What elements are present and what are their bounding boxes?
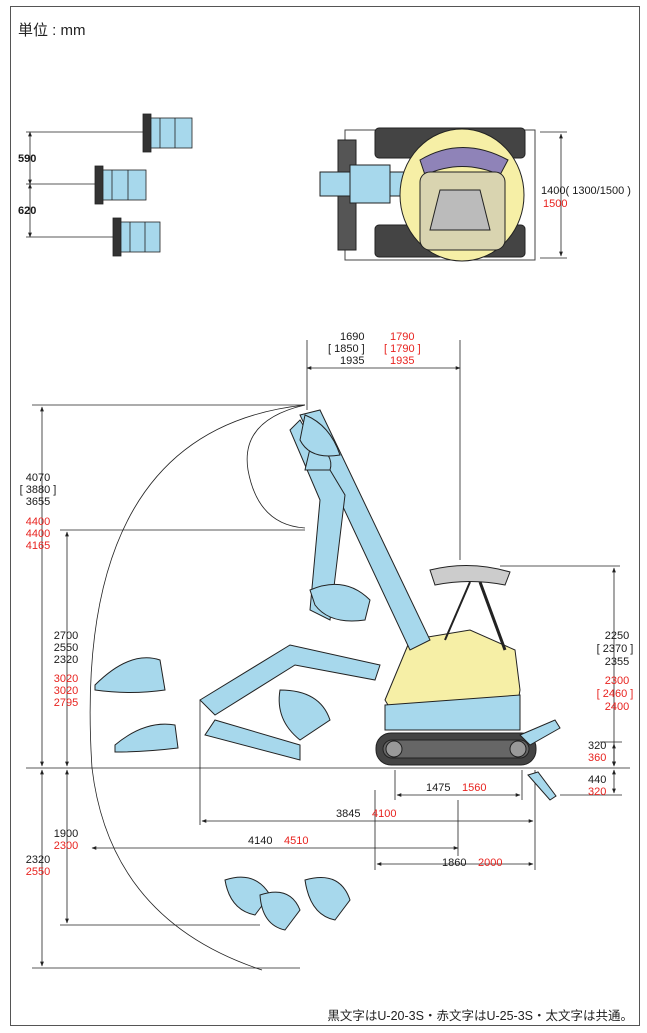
dim-360: 360 bbox=[588, 752, 607, 764]
dim-2795: 2795 bbox=[53, 697, 79, 709]
dim-1690: 1690 bbox=[340, 331, 365, 343]
blade-positions-icon bbox=[26, 113, 193, 257]
dim-1850: [ 1850 ] bbox=[328, 343, 365, 355]
dim-2550: 2550 bbox=[53, 642, 79, 654]
drawing-frame bbox=[10, 6, 640, 1026]
track-width-red: 1500 bbox=[543, 198, 568, 210]
dim-320-red: 320 bbox=[588, 786, 607, 798]
dim-4400a: 4400 bbox=[25, 516, 51, 528]
dim-2300: 2300 bbox=[53, 840, 79, 852]
dim-1860: 1860 bbox=[442, 857, 467, 869]
side-view-machine-icon bbox=[94, 409, 561, 931]
dim-3845: 3845 bbox=[336, 808, 361, 820]
blade-offset-590: 590 bbox=[18, 153, 37, 165]
top-view-machine-icon bbox=[319, 127, 536, 262]
dim-2250: 2250 bbox=[604, 630, 630, 642]
dim-4100: 4100 bbox=[372, 808, 397, 820]
blade-offset-620: 620 bbox=[18, 205, 37, 217]
dim-2550: 2550 bbox=[25, 866, 51, 878]
dim-4140: 4140 bbox=[248, 835, 273, 847]
dim-3020b: 3020 bbox=[53, 685, 79, 697]
dim-2400: 2400 bbox=[604, 701, 630, 713]
dim-1475: 1475 bbox=[426, 782, 451, 794]
dim-1790b: [ 1790 ] bbox=[384, 343, 421, 355]
track-width: 1400( 1300/1500 ) bbox=[541, 185, 631, 197]
legend-note: 黒文字はU-20-3S・赤文字はU-25-3S・太文字は共通。 bbox=[327, 1009, 633, 1023]
side-dimension-lines bbox=[26, 340, 630, 971]
dim-1790: 1790 bbox=[390, 331, 415, 343]
unit-label: 単位 : mm bbox=[18, 22, 86, 39]
dim-4070: 4070 bbox=[25, 472, 51, 484]
dim-4165: 4165 bbox=[25, 540, 51, 552]
dim-2000: 2000 bbox=[478, 857, 503, 869]
dim-2300b: 2300 bbox=[604, 675, 630, 687]
dim-1900: 1900 bbox=[53, 828, 79, 840]
dim-2320: 2320 bbox=[53, 654, 79, 666]
dim-440: 440 bbox=[588, 774, 607, 786]
dim-2460: [ 2460 ] bbox=[596, 688, 634, 700]
dim-2370: [ 2370 ] bbox=[596, 643, 634, 655]
dim-1935: 1935 bbox=[340, 355, 365, 367]
dim-2700: 2700 bbox=[53, 630, 79, 642]
dim-2355: 2355 bbox=[604, 656, 630, 668]
dim-3655: 3655 bbox=[25, 496, 51, 508]
dim-2320b: 2320 bbox=[25, 854, 51, 866]
dim-1560: 1560 bbox=[462, 782, 487, 794]
dim-3020a: 3020 bbox=[53, 673, 79, 685]
dim-1935-red: 1935 bbox=[390, 355, 415, 367]
dim-320: 320 bbox=[588, 740, 607, 752]
dim-3880: [ 3880 ] bbox=[19, 484, 57, 496]
dim-4510: 4510 bbox=[284, 835, 309, 847]
dim-4400b: 4400 bbox=[25, 528, 51, 540]
